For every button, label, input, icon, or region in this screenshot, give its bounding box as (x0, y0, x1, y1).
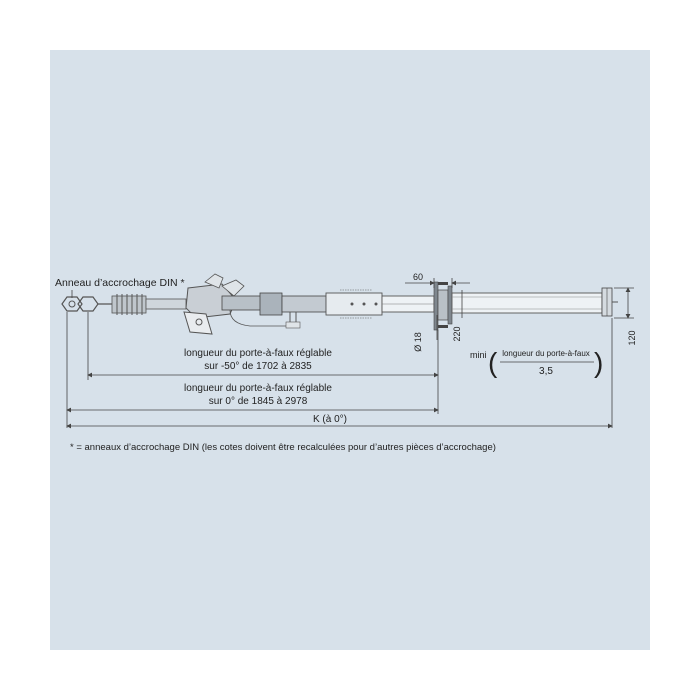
rear-tube (451, 287, 618, 317)
paren-left: ( (488, 347, 498, 378)
dim-60-label: 60 (413, 272, 423, 282)
extension-lines (66, 312, 613, 428)
drawbar (325, 289, 435, 319)
dim-120-label: 120 (627, 330, 637, 345)
dimension-diameter: Ø 18 (413, 315, 438, 352)
mini-formula: mini ( longueur du porte-à-faux 3,5 ) (470, 347, 603, 378)
mini-label: mini (470, 350, 487, 360)
dimension-60: 60 (405, 272, 470, 288)
adj-0-title: longueur du porte-à-faux réglable (184, 383, 332, 394)
mounting-flange (433, 281, 453, 331)
dim-220-label: 220 (452, 326, 462, 341)
footnote: * = anneaux d’accrochage DIN (les cotes … (70, 442, 496, 453)
k-label: K (à 0°) (313, 414, 347, 425)
dimension-adjustable-minus50: longueur du porte-à-faux réglable sur -5… (87, 348, 439, 378)
dimension-adjustable-0: longueur du porte-à-faux réglable sur 0°… (66, 383, 439, 413)
adj-50-range: sur -50° de 1702 à 2835 (204, 361, 312, 372)
paren-right: ) (594, 347, 603, 378)
dimension-220: 220 (452, 290, 463, 342)
dim-diameter-label: Ø 18 (413, 332, 423, 352)
dimension-120: 120 (614, 287, 637, 346)
fraction-numerator: longueur du porte-à-faux (502, 349, 590, 358)
adj-0-range: sur 0° de 1845 à 2978 (209, 396, 308, 407)
adj-50-title: longueur du porte-à-faux réglable (184, 348, 332, 359)
fraction-denominator: 3,5 (539, 366, 553, 377)
hitch-ring-label: Anneau d’accrochage DIN * (55, 277, 185, 289)
hitch-ring (61, 296, 120, 312)
bellows (111, 294, 147, 315)
coupling-mechanism (145, 273, 327, 335)
drawing-panel (50, 50, 650, 650)
dimension-k: K (à 0°) (66, 414, 613, 429)
